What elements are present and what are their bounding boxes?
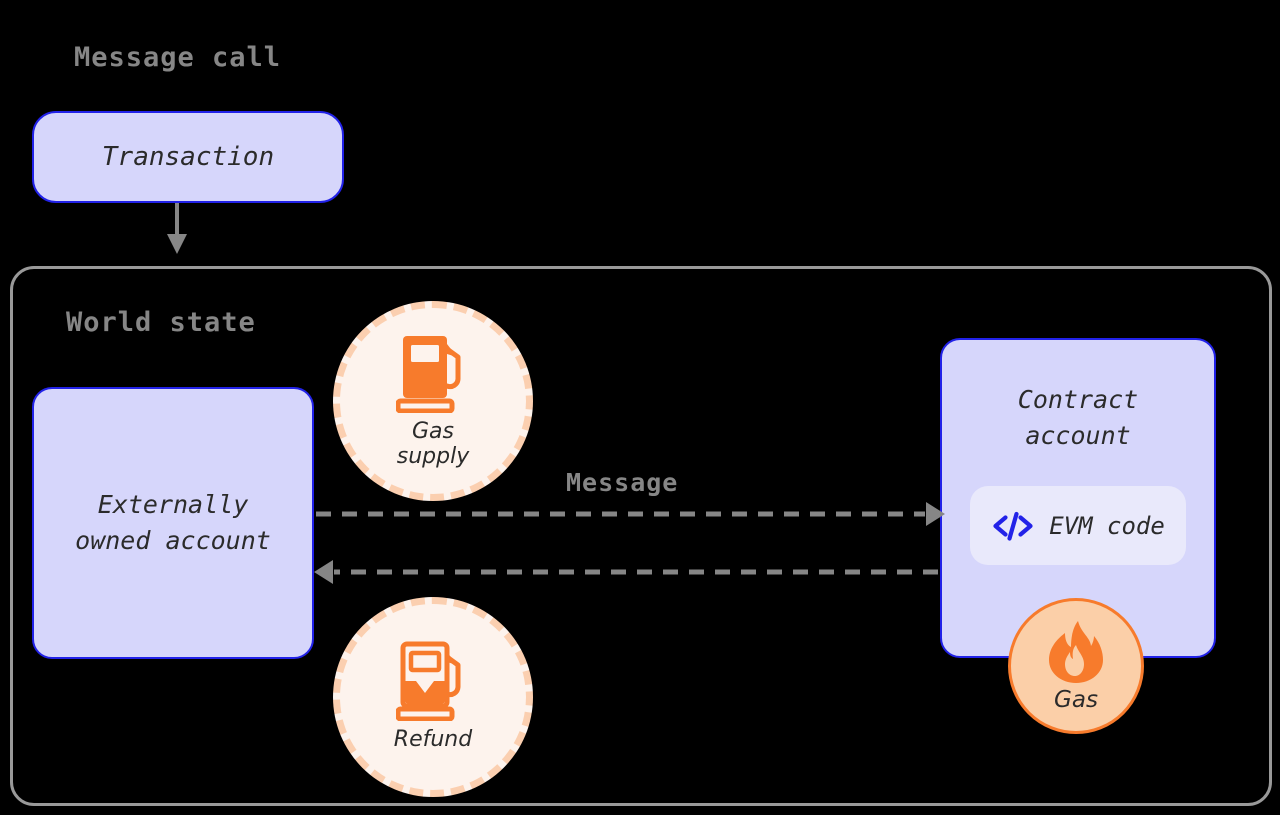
node-transaction[interactable]: Transaction [32, 111, 344, 203]
node-eoa-label-line1: Externally [97, 489, 249, 519]
edge-label-message: Message [566, 468, 679, 497]
page-title: Message call [74, 42, 282, 73]
badge-refund[interactable]: Refund [333, 597, 533, 797]
badge-gas-label: Gas [1054, 687, 1098, 713]
node-contract-label-line1: Contract [1017, 385, 1139, 414]
arrow-transaction-to-world-state [167, 203, 187, 254]
badge-evm-code-label: EVM code [1049, 511, 1165, 540]
world-state-label: World state [66, 307, 256, 338]
badge-refund-label: Refund [394, 727, 472, 752]
gas-pump-full-icon [396, 333, 470, 413]
badge-gas[interactable]: Gas [1008, 598, 1144, 734]
badge-gas-supply-line1: Gas [412, 418, 454, 444]
world-state-container [10, 266, 1272, 806]
badge-gas-supply-line2: supply [396, 444, 470, 469]
node-contract-label-line2: account [1025, 421, 1131, 451]
code-brackets-icon [991, 510, 1035, 542]
gas-pump-partial-icon [396, 641, 470, 722]
node-transaction-label: Transaction [101, 142, 275, 172]
node-eoa-label-line2: owned account [75, 526, 271, 555]
badge-evm-code[interactable]: EVM code [970, 486, 1186, 565]
flame-icon [1045, 619, 1107, 685]
node-externally-owned-account[interactable]: Externally owned account [32, 387, 314, 659]
badge-refund-line1: Refund [393, 727, 473, 753]
